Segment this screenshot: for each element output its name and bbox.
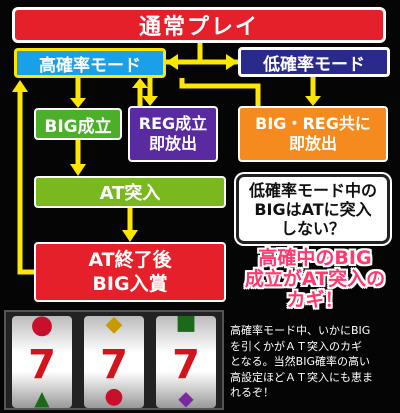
reg-line-2: 即放出 xyxy=(148,134,197,153)
desc-line-5: れるぞ！ xyxy=(230,386,274,399)
cherry-icon: ● xyxy=(104,384,124,408)
at-end-line-1: AT終了後 xyxy=(88,249,172,271)
reg-node: REG成立 即放出 xyxy=(128,106,218,162)
at-entry-node: AT突入 xyxy=(34,176,226,208)
title-banner: 通常プレイ xyxy=(12,7,386,43)
arrowhead-to-high xyxy=(166,54,178,70)
cherry-icon: ● xyxy=(30,316,54,340)
arrow-both-back xyxy=(179,78,261,106)
arrowhead-at xyxy=(70,164,86,176)
desc-line-4: 高設定ほどＡＴ突入にも恵ま xyxy=(230,370,373,384)
question-line-1: 低確率モード中の xyxy=(248,180,377,200)
arrowhead-at-end xyxy=(122,230,138,242)
reel-right: ■ 7 ◆ xyxy=(156,316,216,408)
both-line-2: 即放出 xyxy=(288,134,337,153)
arrowhead-end-loop xyxy=(12,80,28,92)
description-text: 高確率モード中、いかにBIG を引くかがＡＴ突入のカギ となる。当然BIG確率の… xyxy=(230,323,396,401)
seven-symbol: 7 xyxy=(172,342,200,388)
slot-reels-image: ● 7 ▲ ◆ 7 ● ■ 7 ◆ xyxy=(4,310,224,410)
reel-left: ● 7 ▲ xyxy=(12,316,72,408)
at-end-line-2: BIG入賞 xyxy=(92,273,168,295)
desc-line-2: を引くかがＡＴ突入のカギ xyxy=(230,339,362,353)
seven-symbol: 7 xyxy=(100,342,128,388)
desc-line-3: となる。当然BIG確率の高い xyxy=(230,355,370,368)
low-mode-node: 低確率モード xyxy=(238,47,390,77)
question-callout: 低確率モード中の BIGはATに突入 しない？ xyxy=(236,174,390,244)
big-node: BIG成立 xyxy=(34,108,122,140)
key-line-2: 成立がAT突入の xyxy=(244,268,386,290)
arrowhead-to-low xyxy=(226,54,238,70)
at-end-node: AT終了後 BIG入賞 xyxy=(34,242,226,302)
high-mode-node: 高確率モード xyxy=(14,48,166,78)
bell-icon: ◆ xyxy=(105,316,123,337)
key-point-heading: 高確中のBIG 成立がAT突入の カギ！ xyxy=(232,248,398,311)
question-line-2: BIGはATに突入 xyxy=(254,199,372,219)
arrowhead-both xyxy=(305,96,321,106)
both-line-1: BIG・REG共に xyxy=(255,114,371,133)
key-line-3: カギ！ xyxy=(286,289,344,311)
arrowhead-reg xyxy=(142,96,158,106)
arrow-end-loop xyxy=(17,90,34,275)
both-node: BIG・REG共に 即放出 xyxy=(238,106,388,162)
arrowhead-big xyxy=(70,98,86,108)
arrowhead-reg-back xyxy=(132,78,148,88)
replay-icon: ■ xyxy=(175,316,197,335)
desc-line-1: 高確率モード中、いかにBIG xyxy=(230,324,371,337)
key-line-1: 高確中のBIG xyxy=(258,247,372,269)
reg-line-1: REG成立 xyxy=(138,114,208,133)
grape-icon: ◆ xyxy=(178,386,194,408)
bell-icon: ▲ xyxy=(34,386,50,408)
reel-center: ◆ 7 ● xyxy=(84,316,144,408)
seven-symbol: 7 xyxy=(28,342,56,388)
question-line-3: しない？ xyxy=(280,218,345,238)
